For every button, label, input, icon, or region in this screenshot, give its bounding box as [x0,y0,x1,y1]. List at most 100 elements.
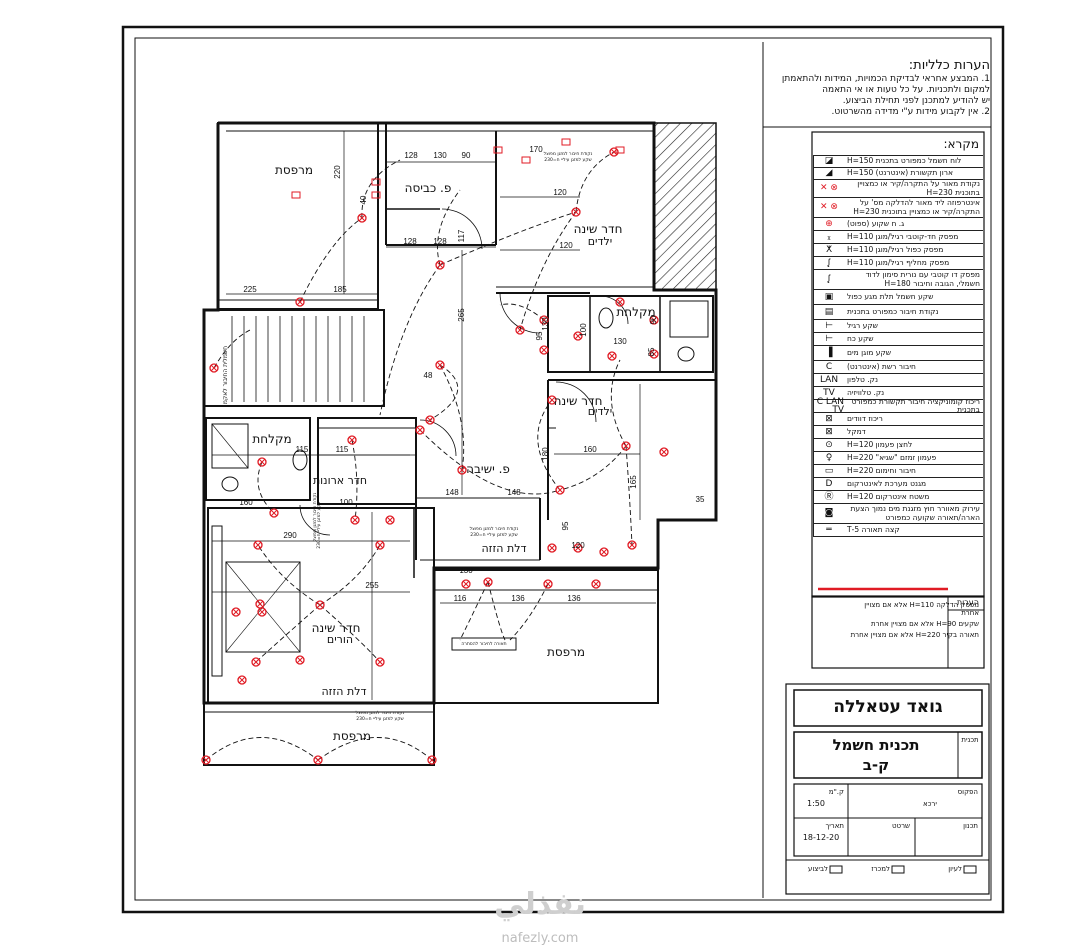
client-box [793,689,983,727]
light-point-icon [659,447,669,457]
light-point-cross [258,608,266,616]
legend-row-text: נקודת מאור על התקרה/קיר או כמצויין בתוכנ… [857,179,980,197]
light-point-icon [591,579,601,589]
legend-symbol-icon: ⊗ ✕ [813,180,844,197]
room-closet: חדר ארונות [313,474,367,487]
light-point-icon [543,579,553,589]
light-point-cross [258,458,266,466]
light-point-cross [210,364,218,372]
light-point-icon [251,657,261,667]
exterior-wall [202,121,718,705]
bed [225,561,301,653]
floor-plan [202,121,718,766]
light-point-icon [627,540,637,550]
legend-row-text: פעמון זמזם "שגיא" H=220 [847,452,937,462]
legend-row: נקודת חיבור כמפורט בתכנית▤ [813,305,983,320]
socket-icon [291,191,301,199]
legend-row: קצה תאורה 5-T═ [813,524,983,537]
legend-row-text: דמקל [847,426,866,436]
dimension-label: 148 [507,488,521,497]
general-notes-line: 1. המבצע אחראי לבדיקת הכמויות, המידות ול… [781,74,990,84]
drawing-label: תכנית [961,736,979,744]
light-point-icon [255,599,265,609]
room-shower-1: מקלחת [252,432,291,446]
note-box-ac [451,637,517,651]
legend-row-text: ארון תקשורת (אינטרנט) H=150 [847,168,954,178]
legend-symbol-icon: ⊠ [813,426,844,438]
room-kids-1-b: ילדים [588,235,612,248]
status-check-3 [829,865,843,874]
status-review: לעיון [948,865,962,873]
light-point-cross [556,486,564,494]
dimension-label: 130 [433,151,447,160]
legend-symbol-icon: ⊣ [813,320,844,332]
dimension-label: 117 [457,229,466,242]
legend-symbol-icon: ▣ [813,290,844,304]
dimension-label: 95 [535,331,544,340]
legend-row: שקע חשמל תלת מגע כפול▣ [813,290,983,305]
dimension-label: 136 [511,594,525,603]
project-label: הפקוס [957,788,978,796]
light-point-cross [358,214,366,222]
legend-symbol-icon: D [813,478,844,490]
legend-row-text: נקודת חיבור כמפורט בתכנית [847,306,939,316]
light-point-icon [415,425,425,435]
light-point-cross [252,658,260,666]
light-point-cross [238,676,246,684]
legend-title: מקרא: [813,133,983,156]
room-sitting: פ. ישיבה [466,462,510,476]
legend-symbol-icon: ⊗ ✕ [813,198,844,217]
hatched-wall [653,122,717,291]
general-notes-line: למקום ולתכניות. על כל טעות או אי התאמה [822,85,990,95]
legend-symbol-icon: ═ [813,524,844,536]
remark-item: תאורה בקיר H=220 אלא אם מצויין אחרת [850,631,979,639]
legend-symbol-icon: ♀ [813,452,844,464]
light-point-cross [436,361,444,369]
light-point-icon [599,547,609,557]
dimension-label: 130 [541,317,550,331]
legend-symbol-icon: ⊣ [813,333,844,345]
socket-icon [493,146,503,154]
info-box [793,783,983,857]
light-point-cross [436,261,444,269]
legend-row-text: ריכוז קומוניקציה חיבור תקשורת כמפורט בתכ… [851,396,980,414]
light-point-cross [616,298,624,306]
legend-row-text: מפסק כפול רגיל/מוגן H=110 [847,244,944,254]
legend-row-text: שקע חשמל תלת מגע כפול [847,291,934,301]
annotation-note: נקודת חיבור למזגן מפוצל [313,492,318,541]
dimension-label: 90 [649,315,658,324]
light-point-icon [375,657,385,667]
legend-symbol-icon: C [813,361,844,373]
light-point-icon [571,207,581,217]
light-point-cross [574,332,582,340]
legend-row: שקע כח⊣ [813,333,983,346]
light-point-icon [649,315,659,325]
light-point-cross [428,756,436,764]
dimension-label: 170 [529,145,543,154]
light-point-cross [628,541,636,549]
light-point-cross [548,396,556,404]
legend-row-text: נק. טלפון [847,374,878,384]
general-notes-line: יש להודיע למתכנן לפני תחילת הביצוע. [842,96,990,106]
legend-symbol-icon: Ⓡ [813,491,844,503]
general-notes: הערות כלליות: 1. המבצע אחראי לבדיקת הכמו… [768,58,990,118]
light-point-icon [573,543,583,553]
legend-symbol-icon: ⊕ [813,218,844,230]
dimension-label: 165 [629,475,638,489]
light-point-icon [257,457,267,467]
light-point-icon [315,600,325,610]
legend-row: חיבור וחימום H=220▭ [813,465,983,478]
light-point-cross [484,578,492,586]
light-point-icon [457,465,467,475]
light-point-icon [547,395,557,405]
legend-symbol-icon: ◙ [813,504,844,523]
light-point-icon [483,577,493,587]
light-point-icon [295,297,305,307]
legend-row-text: מגנט מערכת לאינטרקום [847,478,927,488]
legend-row: חיבור רשת (אינטרנט)C [813,361,983,374]
room-laundry: פ. כביסה [405,181,452,195]
